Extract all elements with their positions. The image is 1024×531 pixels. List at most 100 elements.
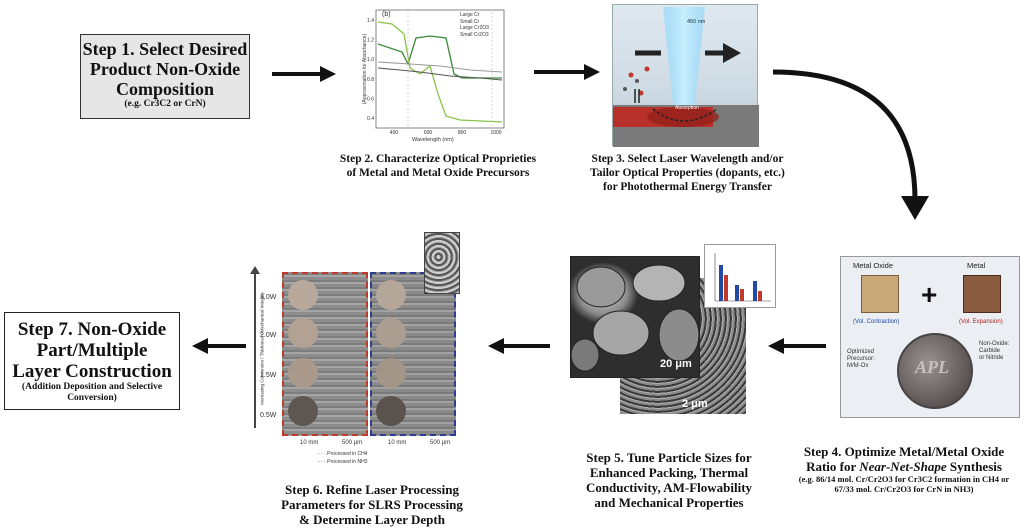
step7-title-line: Part/Multiple	[5, 340, 179, 361]
arrow-step4-step5	[766, 336, 828, 356]
y-tick-label: 0.6	[367, 97, 374, 103]
nonoxide-label: Non-Oxide: Carbide or Nitride	[979, 341, 1009, 362]
chart-ylabel: (Approximation for Absorbance)	[362, 14, 368, 124]
sample-disk	[288, 280, 318, 310]
x-tick-label: 1000	[490, 130, 501, 136]
arrow-step2-step3	[532, 62, 602, 82]
caption-line: Ratio for Near-Net-Shape Synthesis	[786, 459, 1022, 474]
caption-line: Step 2. Characterize Optical Proprieties	[318, 152, 558, 166]
step1-subtitle: (e.g. Cr3C2 or CrN)	[81, 99, 249, 110]
sample-disk	[288, 358, 318, 388]
chart-xlabel: Wavelength (nm)	[412, 137, 454, 143]
chart-legend: Large Cr Small Cr Large Cr2O3 Small Cr2O…	[460, 12, 489, 38]
legend-entry: Small Cr2O3	[460, 32, 489, 39]
caption-line: Step 4. Optimize Metal/Metal Oxide	[786, 444, 1022, 459]
step4-caption: Step 4. Optimize Metal/Metal Oxide Ratio…	[786, 444, 1022, 494]
sample-disk	[288, 318, 318, 348]
caption-sub-line: (e.g. 86/14 mol. Cr/Cr2O3 for Cr3C2 form…	[786, 474, 1022, 484]
step5-inset-chart	[704, 244, 776, 308]
caption-line: & Determine Layer Depth	[252, 512, 492, 527]
metal-oxide-sample	[861, 275, 899, 313]
sample-disk	[288, 396, 318, 426]
step7-title-line: Layer Construction	[5, 361, 179, 382]
step1-title-line: Composition	[81, 79, 249, 99]
step5-caption: Step 5. Tune Particle Sizes for Enhanced…	[556, 450, 782, 510]
y-tick-label: 1.2	[367, 38, 374, 44]
legend-ch4-text: Processed in CH4	[327, 451, 367, 457]
nonoxide-line: Non-Oxide:	[979, 341, 1009, 348]
x-tick-label: 600	[424, 130, 433, 136]
ch4-sample-column	[282, 272, 368, 436]
vertical-axis-arrow	[254, 272, 256, 428]
sample-disk	[376, 318, 406, 348]
laser-illustration	[613, 5, 759, 147]
chart-panel-label: (b)	[382, 11, 391, 18]
x-tick-label: 400	[390, 130, 399, 136]
step6-legend: - - - Processed in CH4 - - - Processed i…	[318, 450, 367, 466]
sample-disk	[376, 396, 406, 426]
arrow-step1-step2	[270, 64, 338, 84]
caption-line: and Mechanical Properties	[556, 495, 782, 510]
arrow-step5-step6	[486, 336, 552, 356]
power-label: 3.0W	[260, 294, 276, 301]
coin-text: APL	[915, 357, 949, 378]
vertical-axis-label: Increasing Conversion / Thickness / Mech…	[260, 269, 265, 429]
caption-sub-line: 67/33 mol. Cr/Cr2O3 for CrN in NH3)	[786, 484, 1022, 494]
power-label: 2.0W	[260, 332, 276, 339]
x-tick-label: 800	[458, 130, 467, 136]
step7-title-line: Step 7. Non-Oxide	[5, 319, 179, 340]
step1-box: Step 1. Select Desired Product Non-Oxide…	[80, 34, 250, 119]
sem-scale-top: 20 μm	[660, 358, 692, 370]
particle-size-chart	[705, 245, 777, 309]
caption-line: Conductivity, AM-Flowability	[556, 480, 782, 495]
sem-scale-bottom: 2 μm	[682, 398, 708, 410]
scale-label: 500 μm	[342, 440, 362, 446]
metal-sample	[963, 275, 1001, 313]
step1-title-line: Step 1. Select Desired	[81, 39, 249, 59]
arrow-step6-step7	[190, 336, 248, 356]
legend-ch4: - - - Processed in CH4	[318, 450, 367, 458]
step7-subtitle-line: (Addition Deposition and Selective	[5, 382, 179, 393]
nonoxide-line: or Nitride	[979, 355, 1009, 362]
y-tick-label: 1.4	[367, 18, 374, 24]
sample-disk	[376, 358, 406, 388]
step3-laser-image: 450 nm Absorption	[612, 4, 758, 146]
caption-line: Step 5. Tune Particle Sizes for	[556, 450, 782, 465]
step2-caption: Step 2. Characterize Optical Proprieties…	[318, 152, 558, 180]
scale-label: 10 mm	[388, 440, 406, 446]
legend-nh3: - - - Processed in NH3	[318, 458, 367, 466]
legend-nh3-text: Processed in NH3	[327, 459, 367, 465]
absorption-label: Absorption	[675, 105, 699, 111]
sample-disk	[376, 280, 406, 310]
step2-chart-panel: 0.4 0.6 0.8 1.0 1.2 1.4 400 600 800 1000 (b) Lar…	[350, 4, 510, 146]
optimized-line: Precursor:	[847, 356, 875, 363]
step4-image: Metal Oxide Metal + (Vol. Contraction) (…	[840, 256, 1020, 418]
caption-line: Step 6. Refine Laser Processing	[252, 482, 492, 497]
vol-expansion-label: (Vol. Expansion)	[959, 319, 1003, 325]
step1-title-line: Product Non-Oxide	[81, 59, 249, 79]
scale-label: 10 mm	[300, 440, 318, 446]
metal-label: Metal	[967, 261, 985, 270]
caption-line: of Metal and Metal Oxide Precursors	[318, 166, 558, 180]
plus-sign: +	[921, 279, 937, 311]
vol-contraction-label: (Vol. Contraction)	[853, 319, 899, 325]
step6-caption: Step 6. Refine Laser Processing Paramete…	[252, 482, 492, 527]
y-tick-label: 1.0	[367, 57, 374, 63]
caption-italic: Near-Net-Shape	[859, 459, 946, 474]
laser-wavelength-label: 450 nm	[687, 19, 705, 25]
y-tick-label: 0.8	[367, 77, 374, 83]
arrow-step3-step4	[765, 52, 945, 232]
power-label: 0.5W	[260, 412, 276, 419]
nonoxide-line: Carbide	[979, 348, 1009, 355]
sem-inset	[424, 232, 460, 294]
vertical-axis-head	[250, 266, 260, 274]
optimized-line: M/M-Ox	[847, 363, 875, 370]
optimized-line: Optimized	[847, 349, 875, 356]
metal-oxide-label: Metal Oxide	[853, 261, 893, 270]
y-tick-label: 0.4	[367, 116, 374, 122]
step7-box: Step 7. Non-Oxide Part/Multiple Layer Co…	[4, 312, 180, 410]
scale-label: 500 μm	[430, 440, 450, 446]
legend-entry: Large Cr2O3	[460, 25, 489, 32]
nh3-sample-column	[370, 272, 456, 436]
step6-panel: Increasing Conversion / Thickness / Mech…	[248, 232, 458, 468]
